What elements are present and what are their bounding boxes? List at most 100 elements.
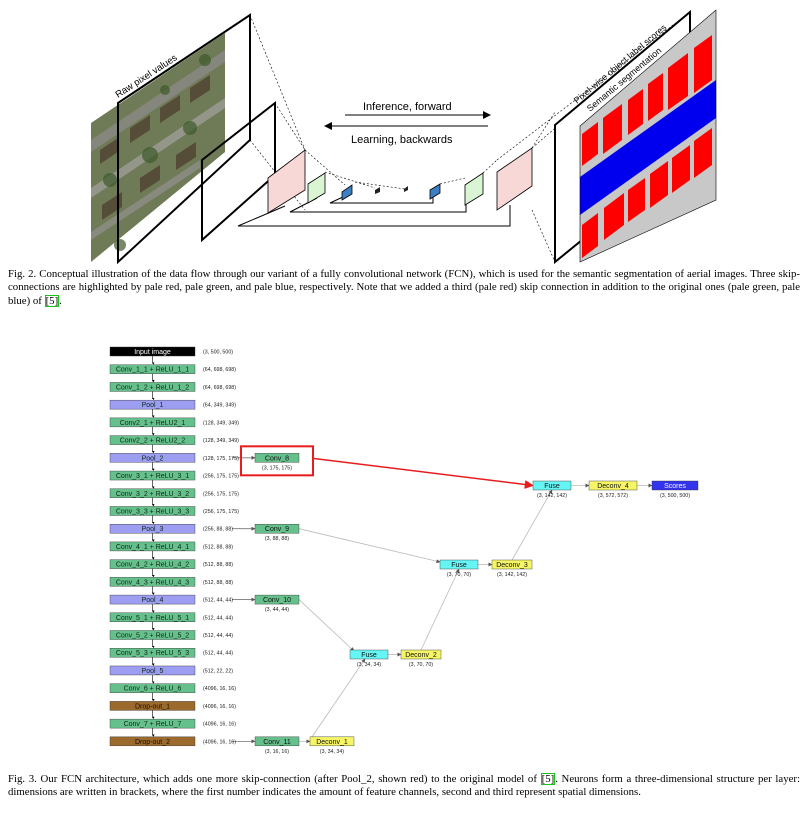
- layer-conv-6-relu-6: Conv_6 + ReLU_6(4096, 16, 16): [109, 683, 236, 693]
- layer-box: [109, 577, 196, 587]
- layer-box: [109, 506, 196, 516]
- figure-3-caption: Fig. 3. Our FCN architecture, which adds…: [8, 773, 800, 800]
- node-box: [309, 736, 355, 747]
- layer-label: Input image: [134, 349, 171, 356]
- node-conv11: Conv_11(3, 16, 16): [254, 736, 300, 755]
- node-label: Deconv_2: [405, 652, 437, 659]
- layer-dims: (256, 175, 175): [203, 509, 239, 515]
- layer-label: Conv2_2 + ReLU2_2: [120, 438, 186, 445]
- layer-label: Conv2_1 + ReLU2_1: [120, 420, 186, 427]
- node-dims: (3, 572, 572): [598, 493, 628, 499]
- layer-label: Conv_4_3 + ReLU_4_3: [116, 579, 189, 586]
- layer-dims: (256, 175, 175): [203, 491, 239, 497]
- node-box: [651, 480, 699, 491]
- layer-conv-1-1-relu-1-1: Conv_1_1 + ReLU_1_1 (64, 698, 698): [109, 364, 236, 374]
- figure-3-caption-tail: . Neurons form a three-dimensional struc…: [8, 773, 800, 799]
- layer-conv2-1-relu2-1: Conv2_1 + ReLU2_1(128, 349, 349): [109, 417, 239, 428]
- pale-blue-volume-left: [341, 184, 353, 201]
- edge-deconv1-fuse1: [311, 658, 366, 738]
- layer-conv2-2-relu2-2: Conv2_2 + ReLU2_2 (128, 349, 349): [109, 435, 239, 445]
- layer-pool-4: Pool_4(512, 44, 44): [109, 594, 233, 605]
- layer-label: Conv_3_1 + ReLU_3_1: [116, 473, 189, 480]
- arrow-forward-label: Inference, forward: [363, 101, 452, 113]
- node-fuse3: Fuse(3, 142, 142): [532, 480, 572, 499]
- node-conv8: Conv_8 (3, 175, 175): [254, 453, 300, 471]
- layer-label: Conv_7 + ReLU_7: [124, 721, 182, 728]
- node-dims: (3, 175, 175): [262, 465, 292, 471]
- bottleneck-volume-1: [375, 187, 380, 194]
- node-box: [439, 559, 479, 570]
- layer-dims: (4096, 16, 16): [203, 722, 236, 728]
- layer-dims: (256, 88, 88): [203, 527, 233, 533]
- node-dims: (3, 16, 16): [265, 749, 289, 755]
- node-dims: (3, 500, 500): [660, 493, 690, 499]
- layer-conv-7-relu-7: Conv_7 + ReLU_7 (4096, 16, 16): [109, 718, 236, 729]
- layer-pool-2: Pool_2(128, 175, 175): [109, 453, 239, 463]
- layer-dims: (512, 44, 44): [203, 651, 233, 657]
- layer-label: Conv_6 + ReLU_6: [124, 686, 182, 693]
- layer-pool-3: Pool_3(256, 88, 88): [109, 523, 233, 534]
- layer-dims: (512, 44, 44): [203, 598, 233, 604]
- pale-green-volume-right: [464, 172, 484, 206]
- layer-dims: (3, 500, 500): [203, 350, 233, 356]
- layer-dims: (512, 88, 88): [203, 580, 233, 586]
- layer-dims: (128, 349, 349): [203, 438, 239, 444]
- node-box: [254, 523, 300, 534]
- figure-3-fcn-architecture: Input image (3, 500, 500) Conv_1_1 + ReLU_…: [109, 346, 699, 755]
- layer-conv-4-3-relu-4-3: Conv_4_3 + ReLU_4_3 (512, 88, 88): [109, 577, 233, 587]
- pale-blue-volume-right: [429, 183, 441, 200]
- edge-deconv2-fuse2: [420, 568, 460, 651]
- node-dims: (3, 142, 142): [537, 493, 567, 499]
- edge-conv10-fuse1: [298, 599, 355, 652]
- layer-label: Conv_5_2 + ReLU_5_2: [116, 633, 189, 640]
- figure-3-citation-link[interactable]: [5]: [540, 773, 556, 785]
- layer-dims: (256, 175, 175): [203, 474, 239, 480]
- node-dims: (3, 70, 70): [409, 662, 433, 668]
- node-label: Conv_9: [265, 526, 289, 533]
- layer-dims: (512, 44, 44): [203, 633, 233, 639]
- layer-label: Conv_3_3 + ReLU_3_3: [116, 508, 189, 515]
- node-box: [349, 649, 389, 660]
- arrow-backward: Learning, backwards: [324, 122, 488, 146]
- layer-label: Drop-out_2: [135, 739, 170, 746]
- pale-green-volume-left: [307, 172, 326, 204]
- layer-conv-4-2-relu-4-2: Conv_4_2 + ReLU_4_2 (512, 88, 88): [109, 559, 233, 569]
- semantic-segmentation-map: [579, 9, 717, 263]
- layer-label: Conv_1_1 + ReLU_1_1: [116, 367, 189, 374]
- pale-red-volume-left: [267, 149, 306, 214]
- layer-conv-5-3-relu-5-3: Conv_5_3 + ReLU_5_3(512, 44, 44): [109, 648, 233, 658]
- layer-label: Pool_1: [142, 402, 164, 409]
- layer-dims: (512, 88, 88): [203, 562, 233, 568]
- layer-pool-5: Pool_5(512, 22, 22): [109, 665, 233, 676]
- node-conv9: Conv_9 (3, 88, 88): [254, 523, 300, 542]
- layer-box: [109, 470, 196, 481]
- node-label: Scores: [664, 483, 686, 490]
- layer-conv-5-1-relu-5-1: Conv_5_1 + ReLU_5_1(512, 44, 44): [109, 612, 233, 622]
- layer-conv-1-2-relu-1-2: Conv_1_2 + ReLU_1_2 (64, 698, 698): [109, 382, 236, 392]
- node-deconv2: Deconv_2 (3, 70, 70): [400, 649, 442, 668]
- node-box: [588, 480, 638, 491]
- layer-dims: (64, 698, 698): [203, 385, 236, 391]
- conv8-highlight: [240, 445, 314, 477]
- layer-box: [109, 736, 196, 747]
- figure-2-caption: Fig. 2. Conceptual illustration of the d…: [8, 268, 800, 308]
- node-box: [254, 736, 300, 747]
- layer-label: Conv_1_2 + ReLU_1_2: [116, 384, 189, 391]
- node-fuse2: Fuse(3, 70, 70): [439, 559, 479, 578]
- edge-deconv3-fuse3: [511, 489, 553, 561]
- figure-2-citation-link[interactable]: [5]: [44, 294, 60, 307]
- bottleneck-volume-2: [404, 186, 408, 192]
- arrow-backward-label: Learning, backwards: [351, 134, 453, 146]
- node-dims: (3, 88, 88): [265, 536, 289, 542]
- node-label: Conv_8: [265, 455, 289, 462]
- node-deconv1: Deconv_1(3, 34, 34): [309, 736, 355, 755]
- edge-conv9-fuse2: [298, 528, 441, 564]
- node-label: Fuse: [361, 652, 377, 659]
- node-box: [254, 594, 300, 605]
- layer-dims: (64, 698, 698): [203, 367, 236, 373]
- layer-label: Conv_4_2 + ReLU_4_2: [116, 562, 189, 569]
- node-label: Fuse: [451, 562, 467, 569]
- layer-dims: (4096, 16, 16): [203, 704, 236, 710]
- node-conv10: Conv_10(3, 44, 44): [254, 594, 300, 613]
- arrow-forward: Inference, forward: [345, 101, 491, 119]
